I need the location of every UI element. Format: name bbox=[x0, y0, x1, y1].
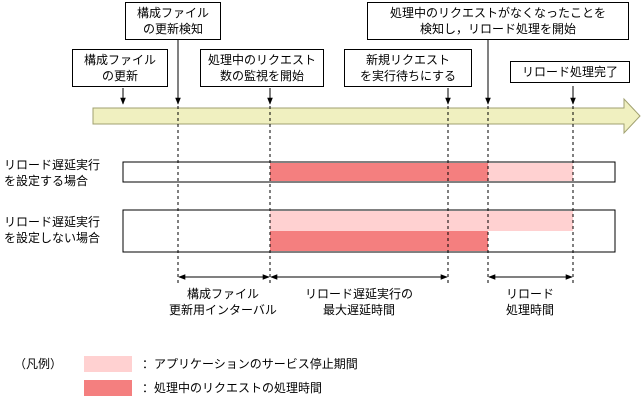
legend-swatch-processing bbox=[84, 380, 132, 396]
interval-line-1: 構成ファイル bbox=[186, 287, 259, 301]
bar-service-stop-with-delay bbox=[488, 163, 573, 181]
row-label-line-2: を設定しない場合 bbox=[4, 231, 101, 245]
callout-start-monitor-requests: 処理中のリクエスト 数の監視を開始 bbox=[200, 49, 324, 87]
guide-lines bbox=[177, 100, 574, 286]
legend-title: （凡例） bbox=[14, 357, 63, 371]
interval-label-max-delay: リロード遅延実行の 最大遅延時間 bbox=[284, 286, 434, 318]
callout-line-2: を実行待ちにする bbox=[359, 69, 457, 83]
bar-processing-with-delay bbox=[270, 163, 488, 181]
callout-no-requests-start-reload: 処理中のリクエストがなくなったことを 検知し，リロード処理を開始 bbox=[367, 2, 629, 40]
bar-processing-without-delay bbox=[270, 231, 488, 251]
interval-line-2: 処理時間 bbox=[505, 303, 554, 317]
callout-config-updated: 構成ファイル の更新 bbox=[72, 49, 168, 87]
interval-line-2: 最大遅延時間 bbox=[322, 303, 395, 317]
row-label-line-1: リロード遅延実行 bbox=[4, 215, 101, 229]
callout-line-2: 数の監視を開始 bbox=[219, 69, 304, 83]
legend-swatch-service-stop bbox=[84, 356, 132, 372]
interval-line-1: リロード bbox=[505, 287, 554, 301]
interval-line-2: 更新用インターバル bbox=[169, 303, 277, 317]
legend-text-processing: ：処理中のリクエストの処理時間 bbox=[142, 381, 323, 395]
callout-line-1: 処理中のリクエスト bbox=[207, 53, 316, 67]
callout-new-requests-waiting: 新規リクエスト を実行待ちにする bbox=[344, 49, 472, 87]
callout-line-2: 検知し，リロード処理を開始 bbox=[419, 22, 576, 36]
legend-text-service-stop: ：アプリケーションのサービス停止期間 bbox=[142, 357, 358, 371]
row-label-without-delay: リロード遅延実行 を設定しない場合 bbox=[4, 214, 100, 246]
timeline-arrow bbox=[92, 97, 641, 135]
bar-service-stop-without-delay bbox=[270, 211, 573, 231]
callout-config-update-detected: 構成ファイル の更新検知 bbox=[125, 2, 221, 40]
row-label-with-delay: リロード遅延実行 を設定する場合 bbox=[4, 157, 100, 189]
callout-line-1: リロード処理完了 bbox=[521, 65, 618, 79]
callout-line-2: の更新検知 bbox=[142, 22, 203, 36]
callout-line-1: 新規リクエスト bbox=[365, 53, 450, 67]
interval-label-reload: リロード 処理時間 bbox=[480, 286, 580, 318]
interval-label-config: 構成ファイル 更新用インターバル bbox=[148, 286, 298, 318]
row-label-line-1: リロード遅延実行 bbox=[4, 158, 101, 172]
callout-line-1: 処理中のリクエストがなくなったことを bbox=[389, 6, 606, 20]
callout-line-1: 構成ファイル bbox=[83, 53, 156, 67]
callout-reload-complete: リロード処理完了 bbox=[510, 61, 630, 83]
interval-line-1: リロード遅延実行の bbox=[304, 287, 413, 301]
row-label-line-2: を設定する場合 bbox=[4, 174, 89, 188]
callout-line-2: の更新 bbox=[101, 69, 138, 83]
callout-line-1: 構成ファイル bbox=[136, 6, 209, 20]
